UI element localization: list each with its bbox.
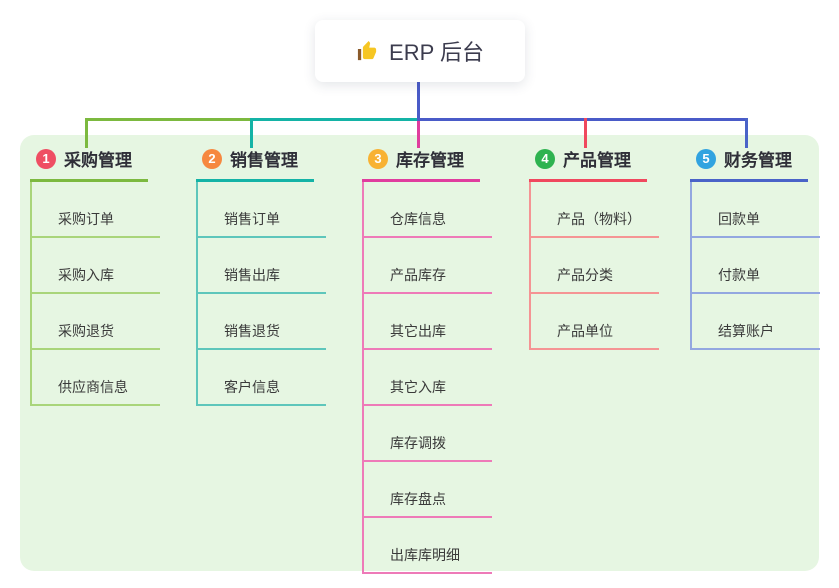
branch-label: 采购管理 bbox=[64, 151, 132, 170]
child-node-label: 采购入库 bbox=[58, 267, 114, 283]
branch-children: 采购订单采购入库采购退货供应商信息 bbox=[30, 182, 160, 406]
connector-drop-3 bbox=[417, 121, 420, 148]
child-node-label: 采购订单 bbox=[58, 211, 114, 227]
child-node-label: 产品库存 bbox=[390, 267, 446, 283]
root-node[interactable]: ERP 后台 bbox=[315, 20, 525, 82]
branch-number-badge: 2 bbox=[202, 148, 222, 169]
branch-header[interactable]: 1 采购管理 bbox=[30, 146, 148, 182]
child-node[interactable]: 销售退货 bbox=[198, 294, 326, 350]
branch-purchase: 1 采购管理 采购订单采购入库采购退货供应商信息 bbox=[30, 146, 160, 406]
child-node-label: 销售退货 bbox=[224, 323, 280, 339]
child-node[interactable]: 采购订单 bbox=[32, 182, 160, 238]
child-node-label: 仓库信息 bbox=[390, 211, 446, 227]
child-node[interactable]: 产品分类 bbox=[531, 238, 659, 294]
child-node-label: 销售出库 bbox=[224, 267, 280, 283]
child-node[interactable]: 回款单 bbox=[692, 182, 820, 238]
connector-bus-segment-3 bbox=[417, 118, 748, 121]
branch-label: 产品管理 bbox=[563, 151, 631, 170]
connector-root-line bbox=[417, 82, 420, 118]
child-node-label: 结算账户 bbox=[718, 323, 774, 339]
child-node[interactable]: 产品单位 bbox=[531, 294, 659, 350]
child-node[interactable]: 采购入库 bbox=[32, 238, 160, 294]
canvas-panel bbox=[20, 135, 819, 571]
thumbs-up-icon bbox=[356, 40, 379, 63]
child-node-label: 出库库明细 bbox=[390, 547, 460, 563]
branch-label: 库存管理 bbox=[396, 151, 464, 170]
branch-number-badge: 4 bbox=[535, 148, 555, 169]
branch-label: 财务管理 bbox=[724, 151, 792, 170]
branch-number-badge: 1 bbox=[36, 148, 56, 169]
branch-number-badge: 3 bbox=[368, 148, 388, 169]
child-node-label: 库存盘点 bbox=[390, 491, 446, 507]
child-node[interactable]: 结算账户 bbox=[692, 294, 820, 350]
branch-product: 4 产品管理 产品（物料） 产品分类产品单位 bbox=[529, 146, 659, 350]
root-node-title: ERP 后台 bbox=[389, 40, 484, 65]
connector-bus-segment-2 bbox=[251, 118, 417, 121]
child-node-label: 产品（物料） bbox=[557, 211, 641, 227]
branch-children: 销售订单销售出库销售退货客户信息 bbox=[196, 182, 326, 406]
child-node[interactable]: 产品（物料） bbox=[531, 182, 659, 238]
child-node[interactable]: 仓库信息 bbox=[364, 182, 492, 238]
child-node-label: 库存调拨 bbox=[390, 435, 446, 451]
child-node[interactable]: 库存调拨 bbox=[364, 406, 492, 462]
branch-header[interactable]: 3 库存管理 bbox=[362, 146, 480, 182]
branch-number-badge: 5 bbox=[696, 148, 716, 169]
child-node[interactable]: 销售出库 bbox=[198, 238, 326, 294]
branch-sales: 2 销售管理 销售订单销售出库销售退货客户信息 bbox=[196, 146, 326, 406]
child-node-label: 其它出库 bbox=[390, 323, 446, 339]
child-node[interactable]: 客户信息 bbox=[198, 350, 326, 406]
child-node[interactable]: 供应商信息 bbox=[32, 350, 160, 406]
child-node[interactable]: 采购退货 bbox=[32, 294, 160, 350]
child-node-label: 付款单 bbox=[718, 267, 760, 283]
branch-finance: 5 财务管理 回款单付款单结算账户 bbox=[690, 146, 820, 350]
branch-header[interactable]: 2 销售管理 bbox=[196, 146, 314, 182]
branch-children: 仓库信息产品库存其它出库其它入库库存调拨库存盘点出库库明细 bbox=[362, 182, 492, 574]
child-node-label: 其它入库 bbox=[390, 379, 446, 395]
connector-drop-5 bbox=[745, 118, 748, 148]
branch-header[interactable]: 5 财务管理 bbox=[690, 146, 808, 182]
child-node[interactable]: 库存盘点 bbox=[364, 462, 492, 518]
connector-bus-segment-1 bbox=[85, 118, 251, 121]
child-node-label: 供应商信息 bbox=[58, 379, 128, 395]
connector-drop-1 bbox=[85, 118, 88, 148]
branch-children: 产品（物料） 产品分类产品单位 bbox=[529, 182, 659, 350]
branch-children: 回款单付款单结算账户 bbox=[690, 182, 820, 350]
child-node[interactable]: 其它出库 bbox=[364, 294, 492, 350]
connector-drop-4 bbox=[584, 118, 587, 148]
child-node-label: 回款单 bbox=[718, 211, 760, 227]
child-node[interactable]: 其它入库 bbox=[364, 350, 492, 406]
connector-drop-2 bbox=[250, 118, 253, 148]
child-node-label: 产品单位 bbox=[557, 323, 613, 339]
child-node-label: 产品分类 bbox=[557, 267, 613, 283]
child-node[interactable]: 产品库存 bbox=[364, 238, 492, 294]
branch-header[interactable]: 4 产品管理 bbox=[529, 146, 647, 182]
branch-label: 销售管理 bbox=[230, 151, 298, 170]
child-node-label: 客户信息 bbox=[224, 379, 280, 395]
branch-inventory: 3 库存管理 仓库信息产品库存其它出库其它入库库存调拨库存盘点出库库明细 bbox=[362, 146, 492, 574]
child-node[interactable]: 出库库明细 bbox=[364, 518, 492, 574]
child-node[interactable]: 销售订单 bbox=[198, 182, 326, 238]
child-node-label: 销售订单 bbox=[224, 211, 280, 227]
child-node[interactable]: 付款单 bbox=[692, 238, 820, 294]
child-node-label: 采购退货 bbox=[58, 323, 114, 339]
